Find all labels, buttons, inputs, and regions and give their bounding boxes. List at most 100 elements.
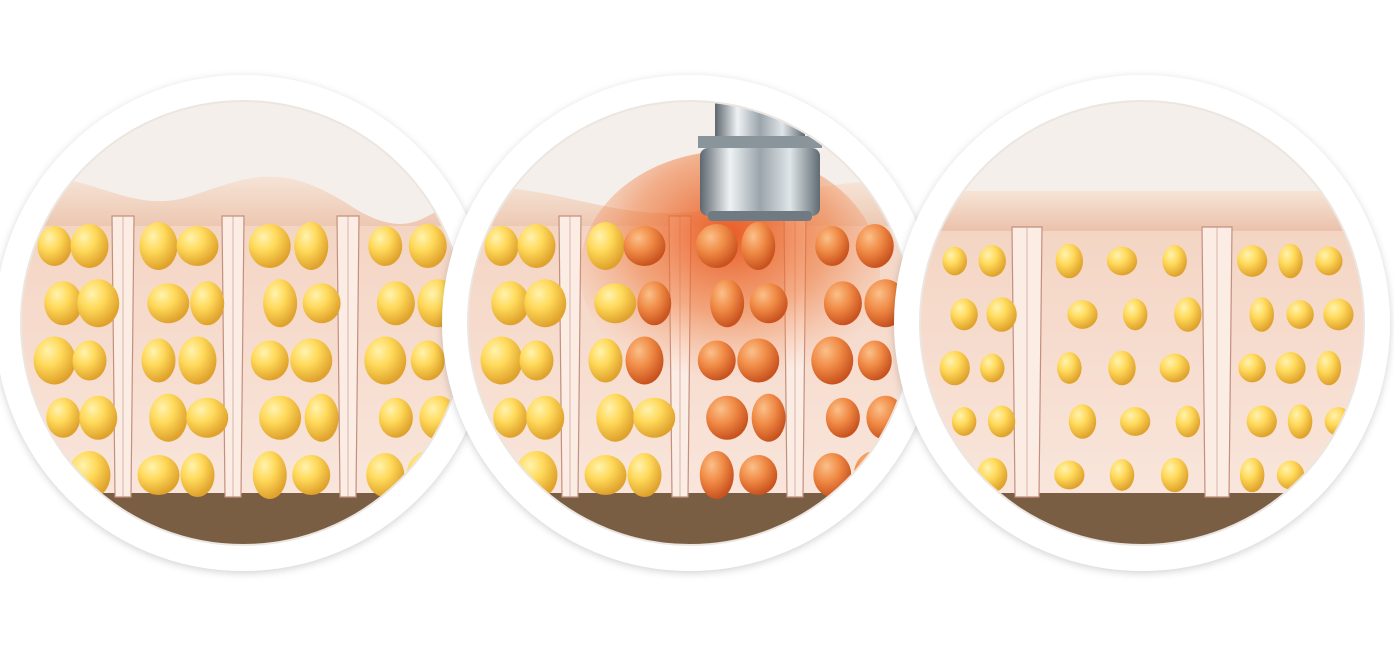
heated-fat-cell xyxy=(751,393,786,442)
fat-cell xyxy=(517,224,556,268)
fat-cell xyxy=(263,279,298,328)
fat-cell xyxy=(77,279,120,328)
fat-cell xyxy=(484,226,519,266)
fat-cell xyxy=(1286,300,1314,329)
fat-cell xyxy=(70,224,109,268)
fat-cell xyxy=(586,222,625,270)
fat-cell xyxy=(364,336,407,385)
fat-cell xyxy=(1239,457,1265,493)
fat-cell xyxy=(72,340,107,381)
fat-cell xyxy=(987,405,1016,438)
fat-cell xyxy=(33,336,76,385)
fat-cell xyxy=(942,246,967,276)
heated-fat-cell xyxy=(623,226,666,266)
fat-cell xyxy=(1055,243,1084,279)
fat-cell xyxy=(304,393,339,442)
fat-cell xyxy=(79,395,118,440)
fat-cell xyxy=(1287,404,1313,439)
fat-cell xyxy=(1106,246,1138,276)
fat-cell xyxy=(378,397,413,438)
heated-fat-cell xyxy=(815,226,850,266)
heated-fat-cell xyxy=(737,338,780,383)
fat-cell xyxy=(180,453,215,497)
fat-cell xyxy=(526,395,565,440)
fat-cell xyxy=(951,407,977,436)
fat-cell xyxy=(1122,298,1148,331)
fat-cell xyxy=(250,340,289,381)
fat-cell xyxy=(1109,459,1135,491)
fat-cell xyxy=(1174,297,1202,332)
fat-cell xyxy=(1159,353,1190,383)
fat-cell xyxy=(627,453,662,497)
fat-cell xyxy=(376,281,415,326)
fat-cell xyxy=(980,353,1005,383)
fat-cell xyxy=(178,336,217,385)
fat-cell xyxy=(986,297,1017,332)
fat-cell xyxy=(294,222,329,270)
fat-cell xyxy=(1160,457,1189,493)
fat-cell xyxy=(1278,243,1303,279)
fat-cell xyxy=(493,397,528,438)
fat-cell xyxy=(149,393,188,442)
fat-cell xyxy=(1275,352,1306,384)
fat-cell xyxy=(480,336,523,385)
fat-cell xyxy=(176,226,219,266)
fat-cell xyxy=(1175,405,1201,438)
heated-fat-cell xyxy=(706,395,749,440)
heated-fat-cell xyxy=(699,451,734,499)
fat-cell xyxy=(1067,300,1098,329)
fat-cell xyxy=(44,281,83,326)
fat-cell xyxy=(978,245,1006,277)
fat-cell xyxy=(248,224,291,268)
fat-cell xyxy=(1315,246,1343,276)
fat-cell xyxy=(1120,407,1151,436)
fat-cell xyxy=(290,338,333,383)
fat-cell xyxy=(252,451,287,499)
heated-fat-cell xyxy=(695,224,738,268)
fat-cell xyxy=(1246,405,1277,438)
fat-cell xyxy=(139,222,178,270)
heated-fat-cell xyxy=(637,281,672,326)
fat-cell xyxy=(141,338,176,383)
fat-cell xyxy=(1068,404,1097,439)
fat-cell xyxy=(594,283,637,324)
fat-cell xyxy=(1237,245,1268,277)
heated-fat-cell xyxy=(855,224,894,268)
fat-cell xyxy=(524,279,567,328)
panel-after xyxy=(894,75,1390,571)
fat-cell xyxy=(46,397,81,438)
fat-cell xyxy=(147,283,190,324)
heated-fat-cell xyxy=(823,281,862,326)
fat-cell xyxy=(292,455,331,495)
fat-cell xyxy=(1316,350,1342,386)
fat-cell xyxy=(1162,245,1187,277)
fat-cell xyxy=(368,226,403,266)
fat-cell xyxy=(408,224,447,268)
fat-cell xyxy=(491,281,530,326)
fat-cell xyxy=(1238,353,1266,383)
fat-cell xyxy=(950,298,978,331)
fat-cell xyxy=(190,281,225,326)
heated-fat-cell xyxy=(741,222,776,270)
heated-fat-cell xyxy=(739,455,778,495)
fat-cell xyxy=(1249,297,1274,332)
applicator-tip xyxy=(708,211,812,221)
fat-cell xyxy=(1323,298,1354,331)
fat-cell xyxy=(186,397,229,438)
heated-fat-cell xyxy=(697,340,736,381)
fat-cell xyxy=(588,338,623,383)
heated-fat-cell xyxy=(749,283,788,324)
fat-cell xyxy=(939,350,970,386)
applicator-head xyxy=(700,148,820,216)
heated-fat-cell xyxy=(825,397,860,438)
fat-cell xyxy=(596,393,635,442)
panel-before xyxy=(0,75,491,571)
fat-cell xyxy=(1057,352,1082,384)
panel-treatment xyxy=(442,75,938,571)
fat-cell xyxy=(410,340,445,381)
fat-cell xyxy=(1108,350,1136,386)
fat-cell xyxy=(37,226,72,266)
fat-cell xyxy=(584,455,627,495)
